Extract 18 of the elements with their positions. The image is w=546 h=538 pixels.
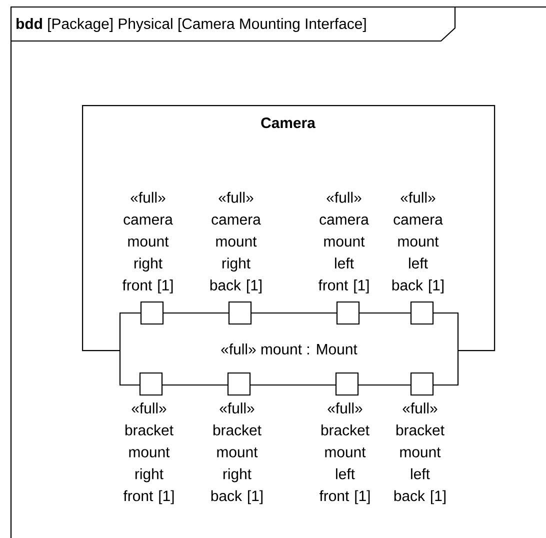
port-label: «full» camera mount right front [1]	[122, 192, 173, 294]
port-label: «full» bracket mount left front [1]	[319, 402, 370, 504]
port-square	[335, 372, 359, 396]
port-label: «full» bracket mount right front [1]	[123, 402, 174, 504]
port-label: «full» camera mount right back [1]	[210, 192, 262, 294]
port-label: «full» bracket mount left back [1]	[394, 402, 446, 504]
port-label: «full» bracket mount right back [1]	[211, 402, 262, 504]
port-square	[140, 301, 164, 325]
port-square	[410, 301, 434, 325]
port-square	[228, 301, 252, 325]
frame-title: bdd [Package] Physical [Camera Mounting Interface]	[16, 18, 366, 32]
port-label: «full» camera mount left back [1]	[392, 192, 444, 294]
port-square	[227, 372, 251, 396]
port-label: «full» camera mount left front [1]	[318, 192, 369, 294]
part-box: «full» mount : Mount	[119, 312, 459, 386]
port-square	[410, 372, 434, 396]
port-square	[139, 372, 163, 396]
port-square	[336, 301, 360, 325]
